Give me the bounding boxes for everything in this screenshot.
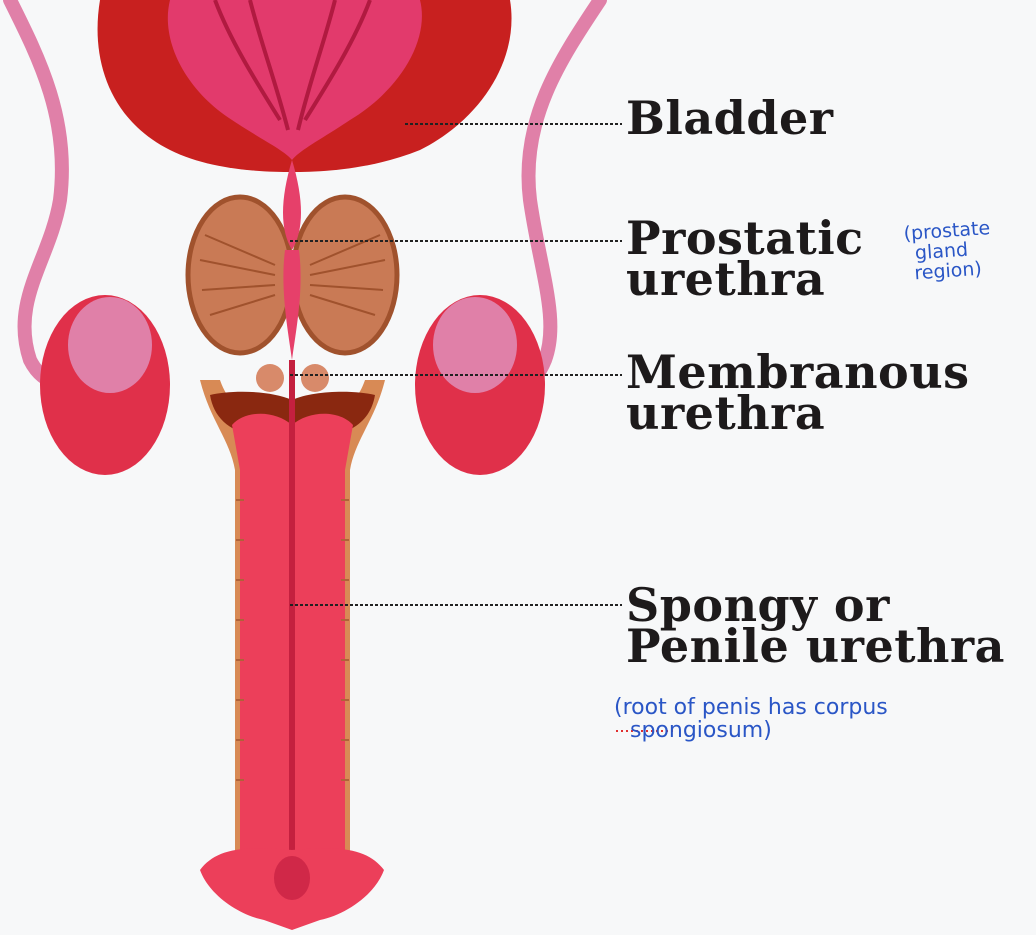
spongy-label-line2: Penile urethra [626,619,1005,674]
prostate-gland-note: (prostate gland region) [903,217,994,285]
bladder-label: Bladder [626,91,834,145]
spongy-root-note: (root of penis has corpus spongiosum) [614,696,888,742]
spongy-urethra-label: Spongy or Penile urethra [626,578,1005,674]
membranous-urethra-label: Membranous urethra [626,345,970,441]
urethra-upper [283,160,301,360]
right-epididymis [433,297,517,393]
left-bulbourethral-gland [256,364,284,392]
spongy-note-line2: spongiosum) [630,718,772,744]
prostatic-label-line2: urethra [626,252,826,307]
prostate-left-lobe [185,194,295,356]
external-urethral-opening [274,856,310,900]
cavernosum-stripes [236,499,349,781]
left-vas-deferens [3,0,82,391]
left-epididymis [68,297,152,393]
spongy-label-line1: Spongy or [626,578,890,632]
prostate-striations [199,234,386,316]
prostate-right-lobe [290,194,400,356]
membranous-label-line2: urethra [626,386,826,441]
prostatic-urethra-label: Prostatic urethra [626,211,864,307]
bladder-label-text: Bladder [626,91,834,145]
bladder-folds [213,0,372,131]
prostatic-label-line1: Prostatic [626,211,864,265]
spongy-note-line1: (root of penis has corpus [614,695,888,720]
right-bulbourethral-gland [301,364,329,392]
membranous-label-line1: Membranous [626,345,970,399]
